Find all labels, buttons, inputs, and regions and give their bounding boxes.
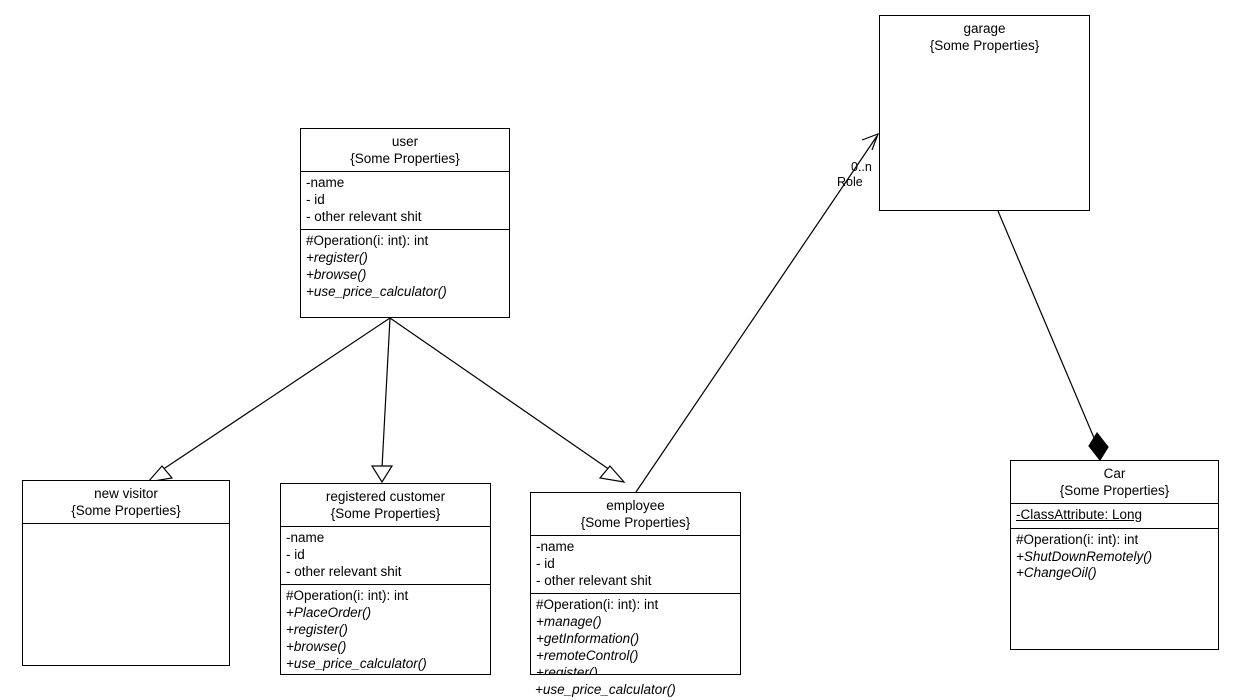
class-properties-employee: {Some Properties} xyxy=(580,515,691,530)
class-name-new-visitor: new visitor xyxy=(94,486,158,501)
class-properties-user: {Some Properties} xyxy=(350,151,460,166)
operation-item: +manage() xyxy=(536,614,602,630)
attributes-compartment-car: -ClassAttribute: Long xyxy=(1011,504,1218,529)
operation-item: +remoteControl() xyxy=(536,647,639,663)
operation-item: +ShutDownRemotely() xyxy=(1016,548,1153,564)
operation-item: +use_price_calculator() xyxy=(286,655,427,671)
operation-item: +register() xyxy=(536,664,598,675)
operation-item: #Operation(i: int): int xyxy=(306,233,429,249)
operations-compartment-user: #Operation(i: int): int +register() +bro… xyxy=(301,230,509,304)
class-name-registered-customer: registered customer xyxy=(325,489,446,504)
class-header-car: Car {Some Properties} xyxy=(1011,461,1218,504)
generalization-registered-customer-to-user xyxy=(370,317,394,484)
class-header-garage: garage {Some Properties} xyxy=(880,16,1089,58)
attributes-compartment-new-visitor xyxy=(23,524,229,531)
class-box-new-visitor[interactable]: new visitor {Some Properties} xyxy=(22,480,230,666)
generalization-new-visitor-to-user xyxy=(146,317,391,483)
attribute-item-static: -ClassAttribute: Long xyxy=(1016,507,1143,522)
class-properties-garage: {Some Properties} xyxy=(929,38,1040,53)
attribute-item: - id xyxy=(286,546,305,562)
attribute-item: - other relevant shit xyxy=(286,563,402,579)
operation-item: +register() xyxy=(306,250,368,266)
class-properties-car: {Some Properties} xyxy=(1059,483,1170,498)
class-name-garage: garage xyxy=(963,21,1006,36)
association-multiplicity-label: 0..n xyxy=(851,160,872,174)
operations-compartment-employee: #Operation(i: int): int +manage() +getIn… xyxy=(531,594,740,675)
class-name-car: Car xyxy=(1103,466,1126,481)
class-header-registered-customer: registered customer {Some Properties} xyxy=(281,484,490,527)
operation-item: +ChangeOil() xyxy=(1016,565,1097,581)
operation-item-overflow: +use_price_calculator() xyxy=(535,682,676,697)
attribute-item: - other relevant shit xyxy=(536,572,652,588)
attributes-compartment-user: -name - id - other relevant shit xyxy=(301,172,509,231)
class-header-user: user {Some Properties} xyxy=(301,129,509,172)
operation-item: +browse() xyxy=(286,638,347,654)
class-box-employee[interactable]: employee {Some Properties} -name - id - … xyxy=(530,492,741,675)
class-name-user: user xyxy=(391,134,419,149)
attribute-item: -name xyxy=(536,539,575,554)
class-name-employee: employee xyxy=(606,498,665,513)
class-box-car[interactable]: Car {Some Properties} -ClassAttribute: L… xyxy=(1010,460,1219,650)
operation-item: +getInformation() xyxy=(536,630,640,646)
operation-item: +register() xyxy=(286,621,348,637)
class-properties-new-visitor: {Some Properties} xyxy=(71,503,181,518)
generalization-employee-to-user xyxy=(389,317,626,483)
operations-compartment-registered-customer: #Operation(i: int): int +PlaceOrder() +r… xyxy=(281,585,490,674)
class-box-registered-customer[interactable]: registered customer {Some Properties} -n… xyxy=(280,483,491,675)
attributes-compartment-registered-customer: -name - id - other relevant shit xyxy=(281,527,490,586)
class-header-employee: employee {Some Properties} xyxy=(531,493,740,536)
class-box-user[interactable]: user {Some Properties} -name - id - othe… xyxy=(300,128,510,318)
attribute-item: -name xyxy=(286,530,325,545)
operation-item: #Operation(i: int): int xyxy=(1016,531,1139,547)
attribute-item: - other relevant shit xyxy=(306,208,422,224)
operation-item: #Operation(i: int): int xyxy=(286,588,409,604)
attribute-item: - id xyxy=(306,191,325,207)
class-header-new-visitor: new visitor {Some Properties} xyxy=(23,481,229,524)
attributes-compartment-employee: -name - id - other relevant shit xyxy=(531,536,740,595)
attribute-item: -name xyxy=(306,175,345,190)
composition-garage-to-car xyxy=(997,210,1109,462)
operation-item: +PlaceOrder() xyxy=(286,605,372,621)
class-properties-registered-customer: {Some Properties} xyxy=(330,506,441,521)
operation-item: #Operation(i: int): int xyxy=(536,597,659,613)
operation-item: +browse() xyxy=(306,266,367,282)
association-role-label: Role xyxy=(837,175,863,189)
operations-compartment-car: #Operation(i: int): int +ShutDownRemotel… xyxy=(1011,529,1218,586)
class-box-garage[interactable]: garage {Some Properties} xyxy=(879,15,1090,211)
operation-item: +use_price_calculator() xyxy=(306,283,447,299)
attribute-item: - id xyxy=(536,555,555,571)
